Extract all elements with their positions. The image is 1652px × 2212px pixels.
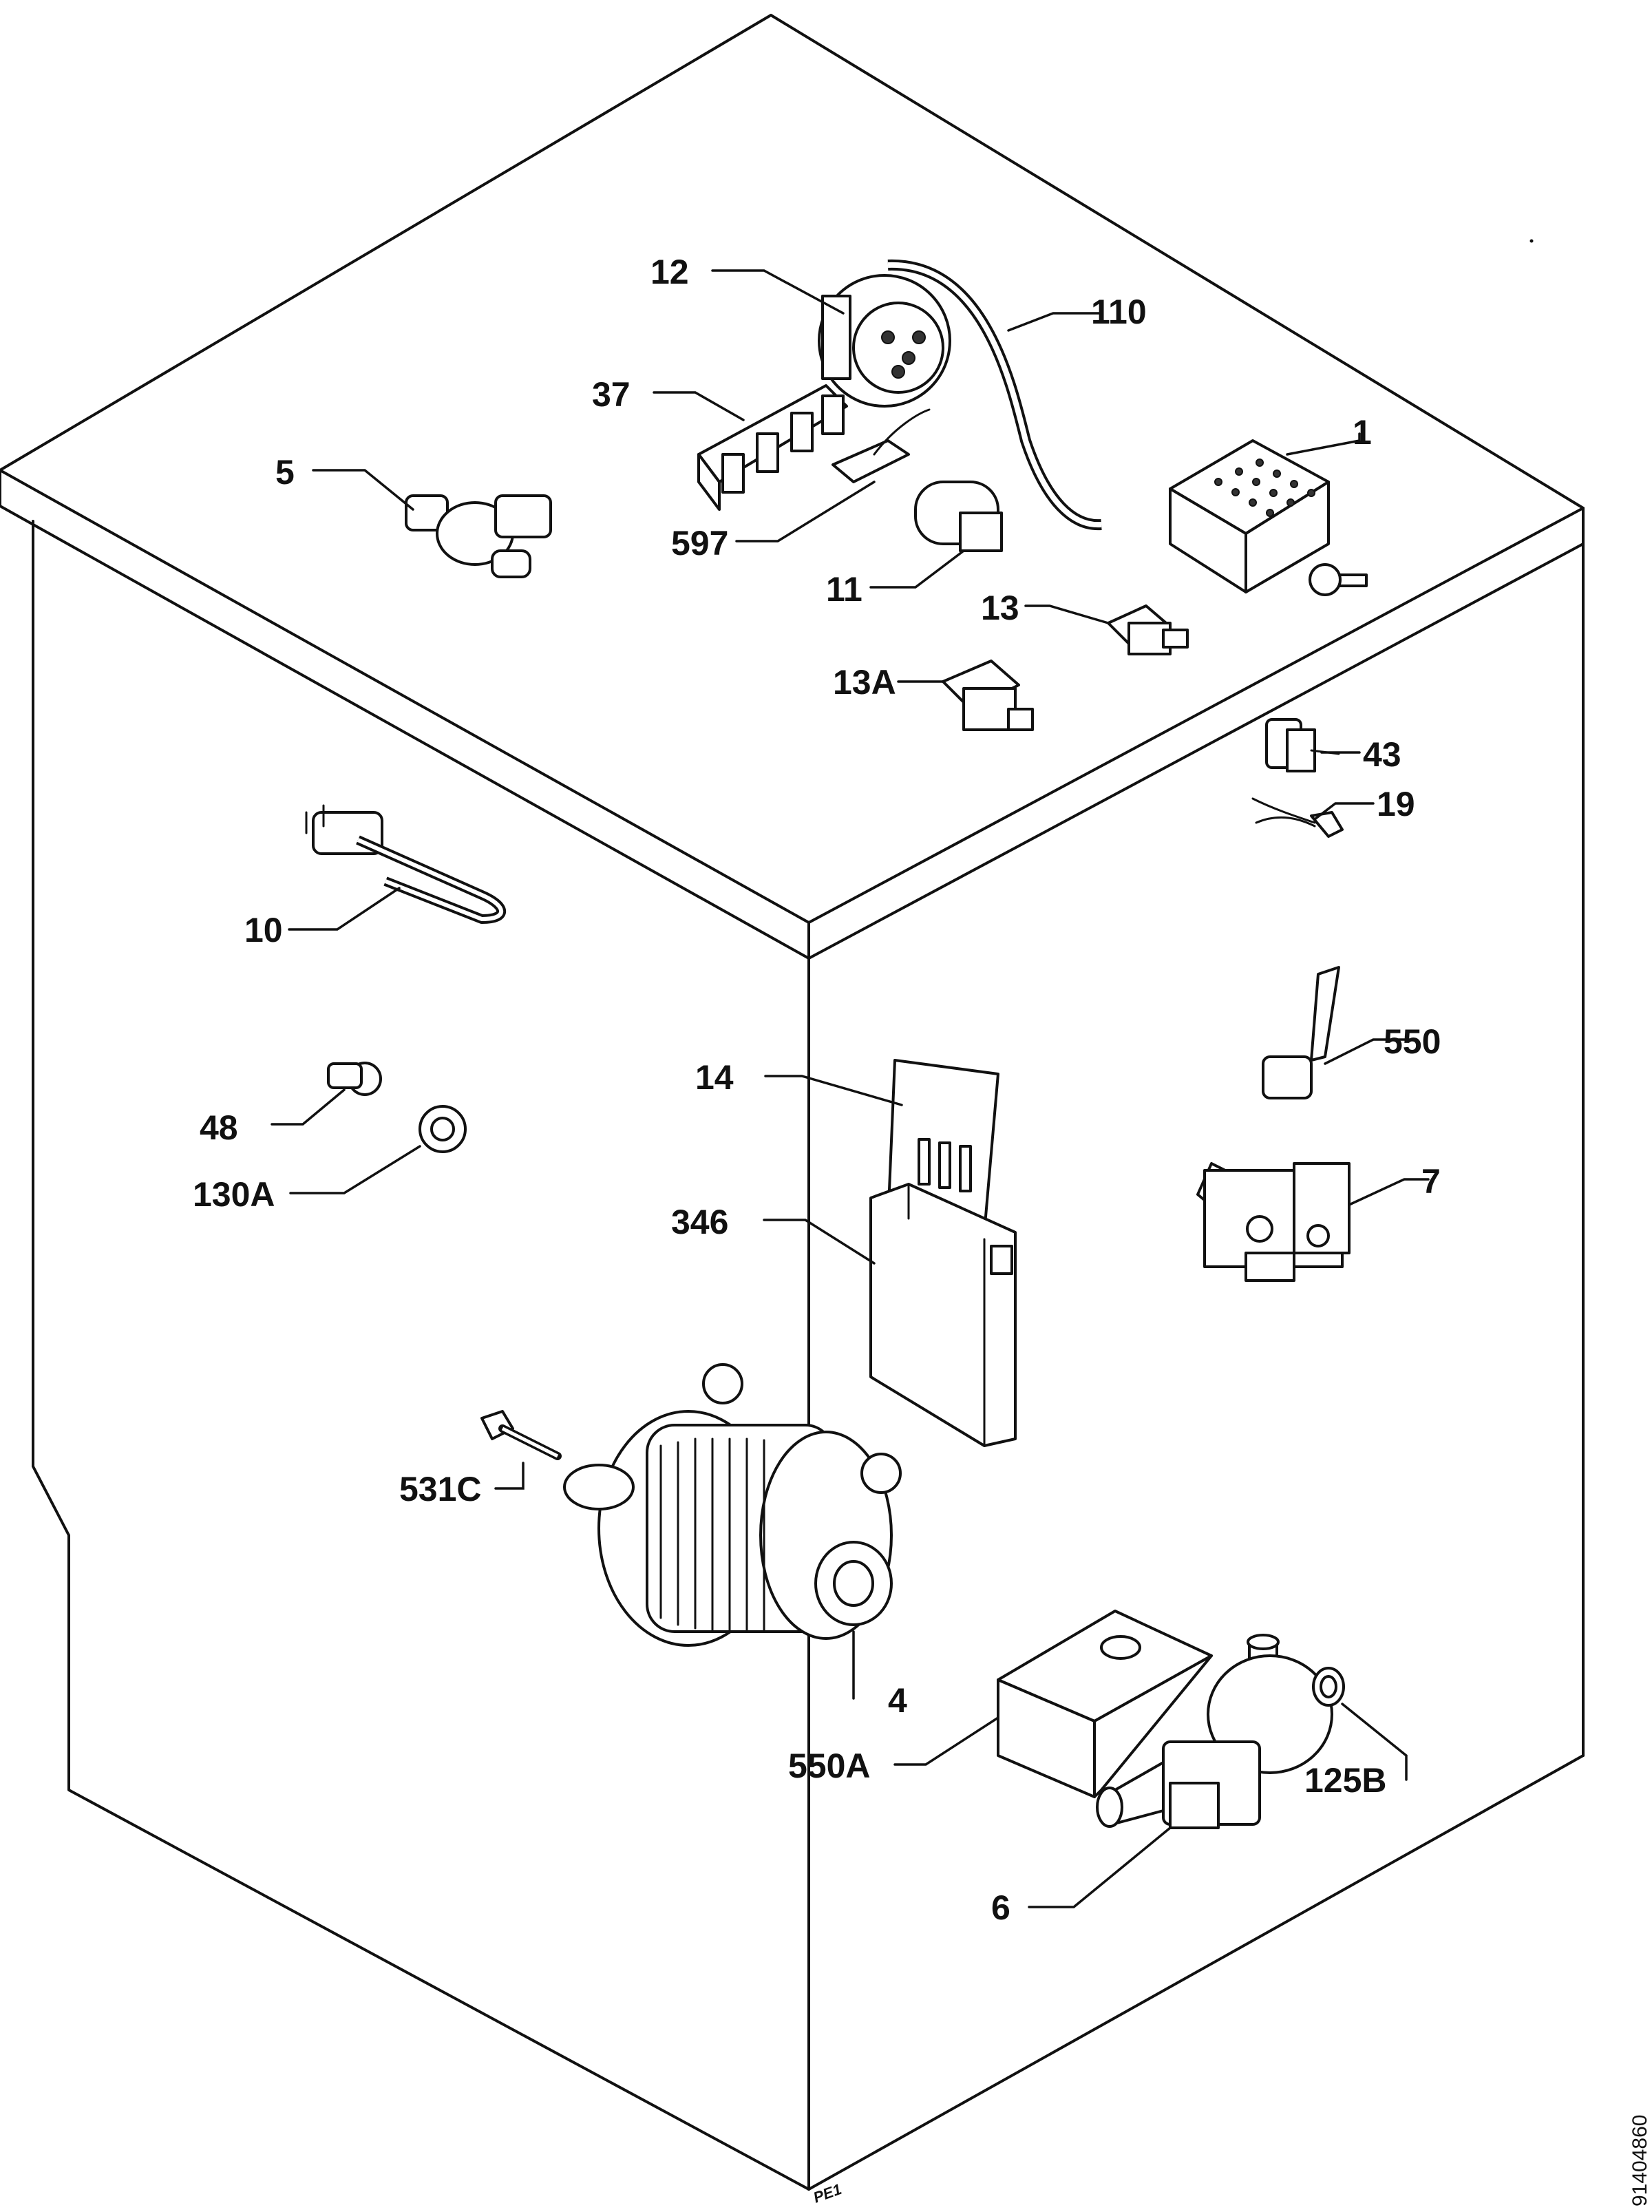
part-48-thermostat	[327, 1062, 382, 1096]
label-531c: 531C	[399, 1470, 482, 1508]
label-4: 4	[888, 1681, 907, 1720]
part-5-hose-fitting	[405, 494, 552, 578]
part-37-terminal-block	[697, 384, 848, 511]
part-labels: 12 110 37 1 5 597 11 13 13A 43 19 10 550…	[193, 253, 1441, 1927]
label-48: 48	[200, 1108, 238, 1147]
label-43: 43	[1363, 735, 1401, 774]
label-550a: 550A	[788, 1747, 871, 1785]
cabinet-top-face	[0, 14, 1585, 924]
cabinet-left-side	[32, 520, 810, 2191]
label-10: 10	[244, 911, 283, 949]
part-11-capacitor	[914, 481, 1003, 552]
part-13a-connector	[942, 660, 1034, 731]
part-6-drain-pump	[1096, 1634, 1333, 1829]
part-597-clip	[832, 408, 931, 483]
part-43-switch	[1265, 718, 1340, 772]
part-1-programmer	[1169, 439, 1368, 596]
part-10-heating-element	[305, 804, 506, 924]
part-550-lever	[1262, 966, 1340, 1099]
leader-lines	[271, 269, 1430, 1908]
label-5: 5	[275, 453, 295, 492]
label-13: 13	[981, 589, 1019, 627]
label-597: 597	[671, 524, 728, 562]
label-7: 7	[1421, 1162, 1441, 1201]
part-125b-seal-ring	[1312, 1667, 1345, 1707]
part-13-connector	[1107, 604, 1189, 655]
label-130a: 130A	[193, 1175, 275, 1214]
cabinet-outline	[0, 14, 1585, 2191]
label-13a: 13A	[833, 663, 896, 702]
label-110: 110	[1091, 293, 1147, 331]
label-11: 11	[826, 570, 862, 609]
part-7-door-interlock	[1196, 1162, 1351, 1282]
part-531c-bolt	[480, 1410, 562, 1460]
label-346: 346	[671, 1203, 728, 1241]
part-19-ntc-sensor	[1251, 797, 1344, 838]
label-12: 12	[650, 253, 689, 291]
label-1: 1	[1353, 413, 1372, 452]
label-37: 37	[592, 375, 631, 414]
document-code: 91404860	[1629, 2115, 1651, 2206]
part-550a-foam-block	[997, 1610, 1213, 1798]
label-550: 550	[1384, 1022, 1441, 1061]
label-6: 6	[991, 1888, 1010, 1927]
part-130a-nut	[419, 1105, 467, 1153]
label-19: 19	[1377, 785, 1415, 823]
label-125b: 125B	[1304, 1761, 1387, 1800]
part-346-dispenser-box	[869, 1183, 1017, 1447]
part-4-motor	[563, 1363, 902, 1647]
part-12-pressure-switch	[818, 274, 951, 408]
label-14: 14	[695, 1058, 734, 1097]
